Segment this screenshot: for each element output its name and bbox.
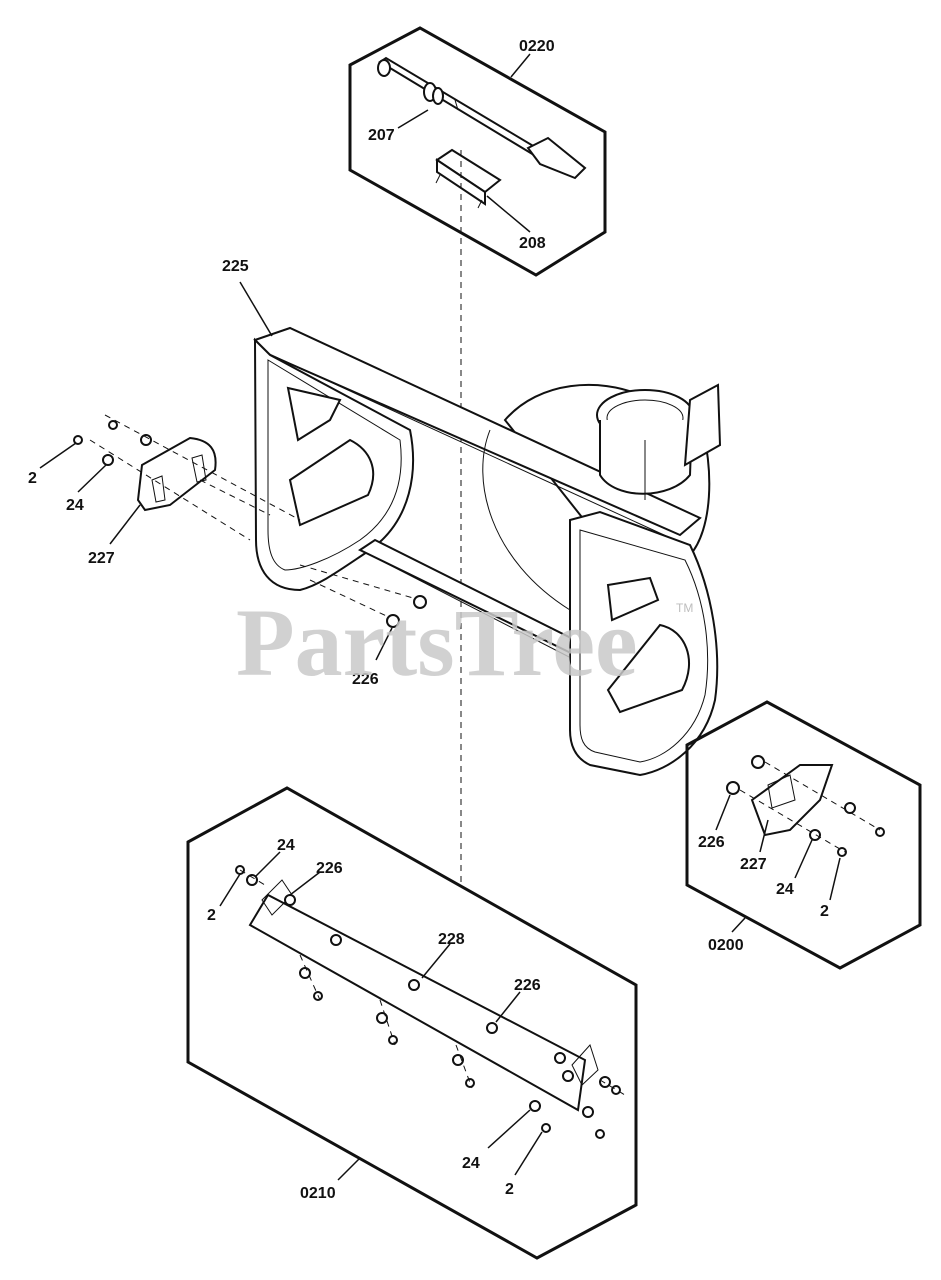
skid-shoe-left [136, 436, 217, 512]
group-0200: 226 227 24 2 0200 [685, 700, 922, 970]
label-24-left: 24 [66, 497, 84, 514]
leader-2-right [829, 857, 841, 901]
carriage-bolts-center: 226 [299, 564, 427, 688]
leader-0210 [337, 1157, 361, 1181]
leader-0220 [510, 53, 531, 78]
washer-left [102, 454, 114, 466]
left-skid-shoe-assembly: 2 24 227 [28, 414, 301, 567]
leader-24-left [77, 464, 107, 493]
label-227-left: 227 [88, 550, 115, 567]
label-226-bottom-top: 226 [316, 860, 343, 877]
leader-24-bottom-top [255, 851, 281, 877]
label-207: 207 [368, 127, 395, 144]
leader-227-right [759, 819, 769, 853]
group-0220: 0220 207 208 [348, 26, 607, 277]
group-0210-outline [186, 786, 638, 1260]
label-0220: 0220 [519, 38, 555, 55]
watermark-text: PartsTree [236, 589, 638, 696]
label-24-bottom-low: 24 [462, 1155, 480, 1172]
label-24-bottom-top: 24 [277, 837, 295, 854]
label-227-right: 227 [740, 856, 767, 873]
leader-226-center [375, 627, 393, 661]
label-226-bottom-mid: 226 [514, 977, 541, 994]
leader-227-left [109, 504, 141, 545]
leader-207 [397, 109, 429, 129]
label-0210: 0210 [300, 1185, 336, 1202]
group-0210: 24 226 2 228 226 24 2 0210 [186, 786, 638, 1260]
group-0220-outline [348, 26, 607, 277]
label-2-right: 2 [820, 903, 829, 920]
leader-24-right [794, 839, 813, 879]
label-226-center: 226 [352, 671, 379, 688]
shave-plate [248, 893, 587, 1112]
leader-2-left [39, 442, 77, 469]
label-2-left: 2 [28, 470, 37, 487]
watermark-tm: TM [676, 601, 693, 615]
label-225: 225 [222, 258, 249, 275]
leader-225 [239, 281, 273, 337]
leader-226-bottom-mid [495, 991, 521, 1023]
rod-bracket [435, 148, 502, 209]
leader-0200 [731, 917, 746, 933]
chute-crank-rod [377, 56, 587, 180]
skid-shoe-right [750, 764, 834, 837]
label-0200: 0200 [708, 937, 744, 954]
group-0200-outline [685, 700, 922, 970]
leader-226-right [715, 794, 731, 831]
auger-housing: 225 [222, 258, 722, 777]
label-2-bottom-low: 2 [505, 1181, 514, 1198]
leader-2-bottom-low [514, 1131, 543, 1176]
leader-208 [486, 195, 531, 233]
label-226-right: 226 [698, 834, 725, 851]
label-208: 208 [519, 235, 546, 252]
leader-2-bottom-left [219, 873, 241, 907]
leader-24-bottom-low [487, 1109, 531, 1149]
leader-228 [421, 943, 451, 979]
leader-226-bottom-top [289, 871, 321, 896]
discharge-chute-ring [596, 383, 722, 500]
label-24-right: 24 [776, 881, 794, 898]
nut-left [73, 435, 83, 445]
label-228: 228 [438, 931, 465, 948]
label-2-bottom-left: 2 [207, 907, 216, 924]
